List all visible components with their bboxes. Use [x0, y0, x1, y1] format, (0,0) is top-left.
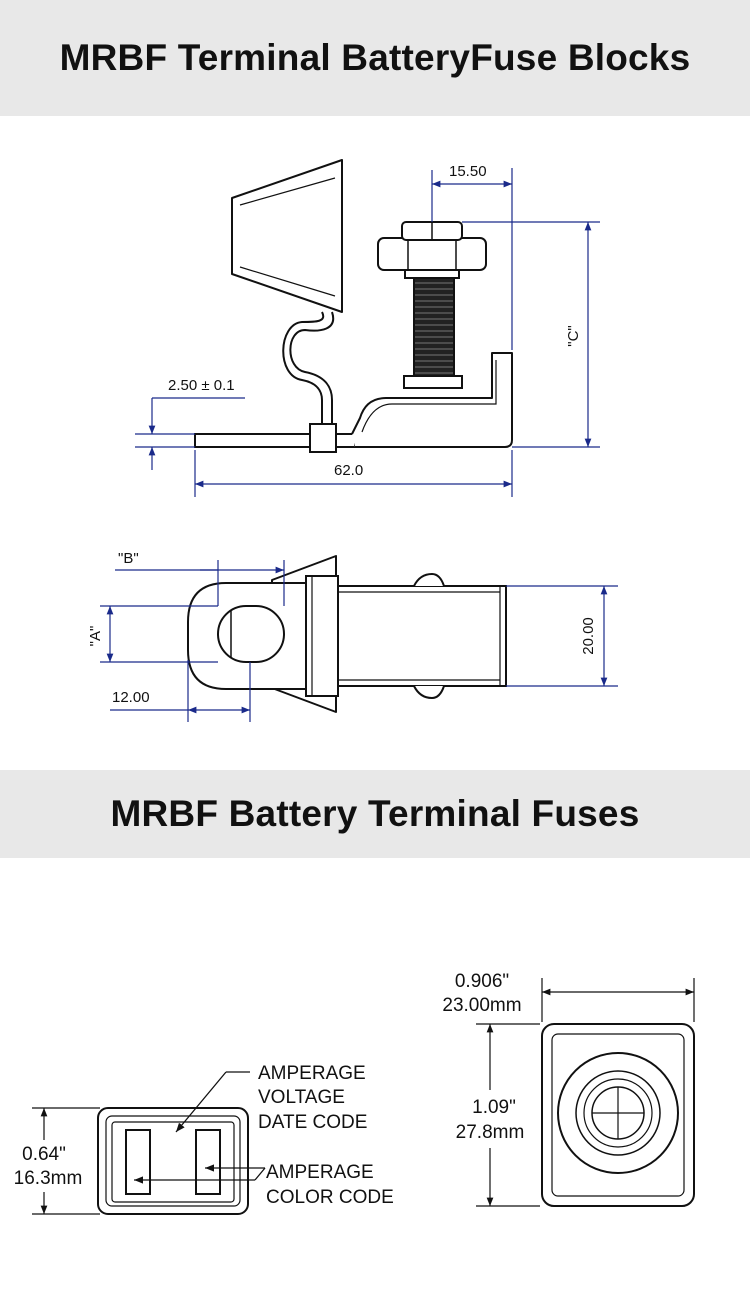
fuse-body — [337, 585, 507, 687]
label-amperage-1: AMPERAGE — [258, 1063, 366, 1084]
fuse-top-view — [541, 1023, 695, 1207]
fuse-top-dimensions — [476, 978, 695, 1207]
fuse-front-dimensions — [32, 1107, 100, 1215]
fuse-front-view — [97, 1107, 249, 1215]
block-top-view — [187, 555, 507, 713]
fuse-window-left — [125, 1129, 151, 1195]
l-bracket — [351, 352, 513, 448]
washer — [403, 375, 463, 389]
label-amperage-2: AMPERAGE — [266, 1162, 374, 1183]
hex-nut — [377, 237, 487, 271]
terminal-hole — [217, 605, 285, 663]
dim-hole-12: 12.00 — [112, 689, 150, 706]
fuse-window-right — [195, 1129, 221, 1195]
threaded-stud — [413, 271, 455, 377]
curved-strap — [289, 311, 335, 428]
cone-insulator — [231, 159, 343, 313]
label-date-code: DATE CODE — [258, 1112, 367, 1133]
leader-lines — [134, 1071, 266, 1184]
fuse-width-mm: 23.00mm — [442, 995, 521, 1016]
section-banner-fuses: MRBF Battery Terminal Fuses — [0, 770, 750, 858]
section-title-fuses: MRBF Battery Terminal Fuses — [110, 793, 640, 834]
block-side-view — [194, 159, 513, 453]
clamp-collar — [305, 575, 339, 697]
section-title-blocks: MRBF Terminal BatteryFuse Blocks — [59, 37, 691, 78]
dim-c: "C" — [565, 325, 582, 346]
dim-a: "A" — [87, 626, 104, 647]
side-view-dimensions — [135, 168, 600, 497]
dim-thickness: 2.50 ± 0.1 — [168, 377, 235, 394]
section-banner-blocks: MRBF Terminal BatteryFuse Blocks — [0, 0, 750, 116]
fuse-height-mm: 16.3mm — [14, 1168, 83, 1189]
label-color-code: COLOR CODE — [266, 1187, 394, 1208]
fuse-top-height-in: 1.09" — [472, 1097, 516, 1118]
fuse-width-in: 0.906" — [455, 971, 509, 992]
top-view-dimensions — [100, 560, 618, 722]
dim-width-20: 20.00 — [580, 617, 597, 655]
label-voltage: VOLTAGE — [258, 1087, 345, 1108]
dim-width-15-50: 15.50 — [449, 163, 487, 180]
fuse-top-height-mm: 27.8mm — [456, 1122, 525, 1143]
clamp-block — [309, 423, 337, 453]
dim-length-62: 62.0 — [334, 462, 363, 479]
dim-b: "B" — [118, 550, 139, 567]
fuse-height-in: 0.64" — [22, 1144, 66, 1165]
